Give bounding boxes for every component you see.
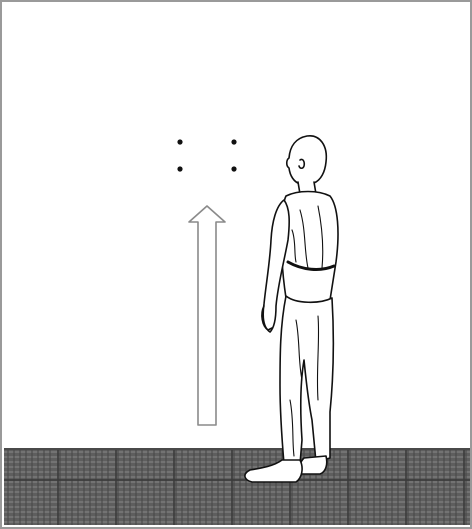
carpet-floor bbox=[4, 449, 470, 525]
dot-top-left bbox=[177, 139, 182, 144]
back-shoe bbox=[299, 456, 327, 474]
dot-top-right bbox=[231, 139, 236, 144]
dot-bottom-left bbox=[177, 166, 182, 171]
wall bbox=[0, 0, 472, 449]
dot-bottom-right bbox=[231, 166, 236, 171]
torso bbox=[281, 192, 338, 305]
